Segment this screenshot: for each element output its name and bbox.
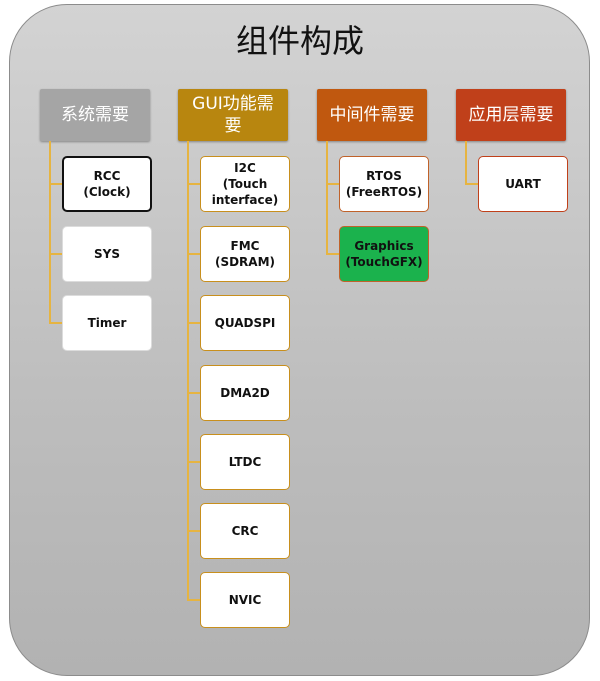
connector-branch [187, 392, 200, 394]
connector-branch [187, 322, 200, 324]
diagram-title: 组件构成 [235, 22, 364, 60]
leaf-quadspi: QUADSPI [200, 295, 290, 351]
connector-branch [187, 183, 200, 185]
connector-branch [187, 599, 200, 601]
connector-branch [187, 530, 200, 532]
header-application: 应用层需要 [456, 89, 566, 141]
leaf-rcc: RCC (Clock) [62, 156, 152, 212]
connector-application [465, 141, 467, 185]
connector-branch [465, 183, 478, 185]
connector-branch [187, 461, 200, 463]
connector-branch [187, 253, 200, 255]
connector-branch [49, 322, 62, 324]
leaf-sys: SYS [62, 226, 152, 282]
connector-branch [49, 253, 62, 255]
header-gui: GUI功能需要 [178, 89, 288, 141]
connector-branch [326, 183, 339, 185]
leaf-ltdc: LTDC [200, 434, 290, 490]
leaf-crc: CRC [200, 503, 290, 559]
connector-gui [187, 141, 189, 600]
connector-branch [326, 253, 339, 255]
leaf-timer: Timer [62, 295, 152, 351]
connector-middleware [326, 141, 328, 254]
leaf-dma2d: DMA2D [200, 365, 290, 421]
leaf-nvic: NVIC [200, 572, 290, 628]
leaf-graphics: Graphics (TouchGFX) [339, 226, 429, 282]
connector-system [49, 141, 51, 323]
leaf-rtos: RTOS (FreeRTOS) [339, 156, 429, 212]
leaf-i2c: I2C (Touch interface) [200, 156, 290, 212]
header-middleware: 中间件需要 [317, 89, 427, 141]
leaf-uart: UART [478, 156, 568, 212]
header-system: 系统需要 [40, 89, 150, 141]
connector-branch [49, 183, 62, 185]
leaf-fmc: FMC (SDRAM) [200, 226, 290, 282]
